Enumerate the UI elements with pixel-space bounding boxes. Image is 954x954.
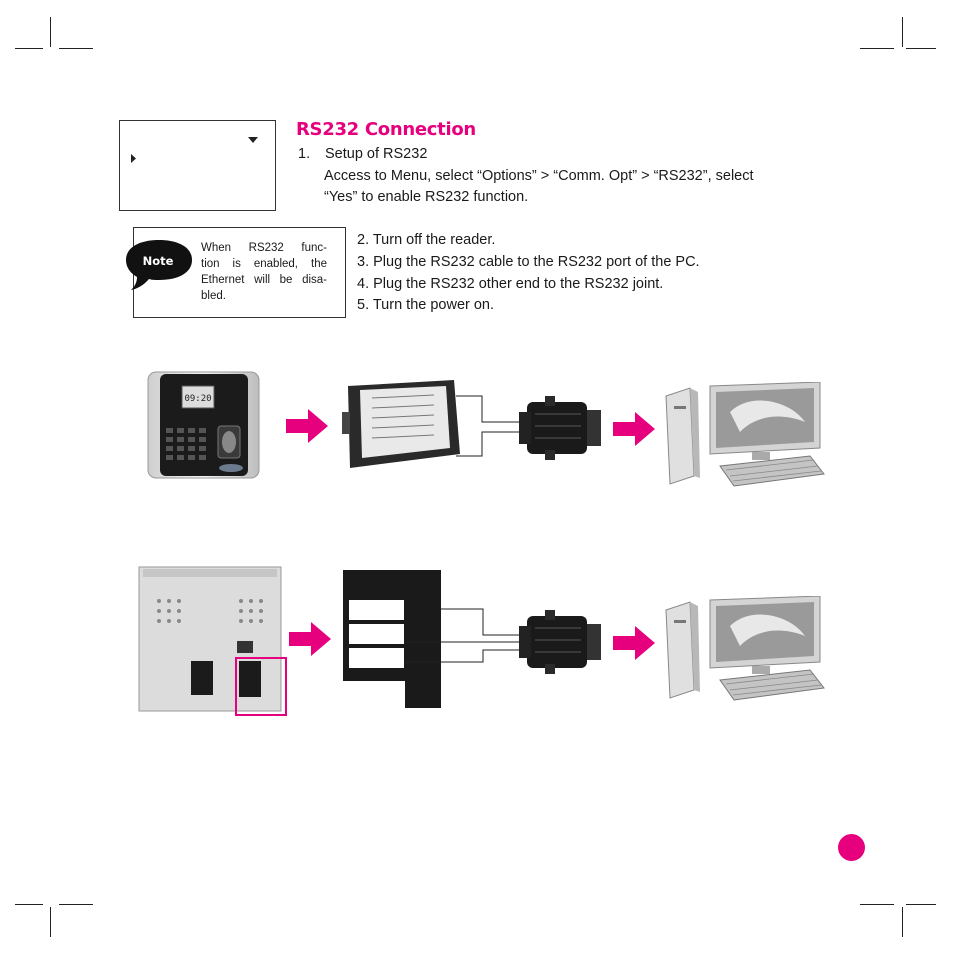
step-text: 5. Turn the power on.: [357, 297, 495, 313]
crop-mark: [50, 907, 51, 937]
note-line: When RS232 func-: [201, 242, 327, 254]
terminal-pin: [348, 599, 405, 621]
desktop-pc-image: [665, 596, 825, 701]
terminal-block-diagram: [343, 570, 441, 708]
step-text: 2. Turn off the reader.: [357, 232, 496, 248]
terminal-pin: [348, 647, 405, 669]
desktop-pc-image: [665, 382, 825, 487]
page-number-dot-icon: [838, 834, 865, 861]
reader-back-image: [138, 566, 282, 712]
crop-mark: [906, 904, 936, 905]
right-arrow-icon: [613, 412, 655, 446]
rs232-converter-image: [342, 380, 460, 468]
db9-connector-image: [519, 610, 601, 674]
step-heading: Setup of RS232: [325, 146, 428, 162]
note-line: tion is enabled, the: [201, 258, 327, 270]
right-arrow-icon: [289, 622, 331, 656]
crop-mark: [50, 17, 51, 47]
note-speech-bubble: Note: [126, 240, 192, 290]
rs232-port-highlight: [235, 657, 287, 716]
crop-mark: [902, 17, 903, 47]
menu-screen-box: [119, 120, 276, 211]
step-text: 3. Plug the RS232 cable to the RS232 por…: [357, 254, 700, 270]
note-badge-label: Note: [143, 254, 174, 268]
step-text: “Yes” to enable RS232 function.: [324, 189, 529, 205]
crop-mark: [906, 48, 936, 49]
dropdown-arrow-icon: [248, 137, 258, 143]
db9-connector-image: [519, 396, 601, 460]
note-line: Ethernet will be disa-: [201, 274, 327, 286]
crop-mark: [860, 904, 894, 905]
note-text: When RS232 func- tion is enabled, the Et…: [201, 240, 327, 288]
terminal-pin: [348, 623, 405, 645]
crop-mark: [15, 48, 43, 49]
menu-pointer-icon: [131, 154, 136, 163]
reader-front-image: 09:20: [147, 371, 260, 479]
crop-mark: [860, 48, 894, 49]
note-line: bled.: [201, 290, 226, 302]
cable-lines: [456, 395, 528, 457]
crop-mark: [59, 48, 93, 49]
terminal-block-tail: [405, 678, 441, 708]
crop-mark: [15, 904, 43, 905]
crop-mark: [902, 907, 903, 937]
right-arrow-icon: [613, 626, 655, 660]
cable-lines: [405, 608, 525, 663]
crop-mark: [59, 904, 93, 905]
note-box: Note When RS232 func- tion is enabled, t…: [126, 227, 346, 318]
section-title: RS232 Connection: [296, 119, 476, 140]
device-screen-time: 09:20: [184, 394, 211, 404]
right-arrow-icon: [286, 409, 328, 443]
step-text: Access to Menu, select “Options” > “Comm…: [324, 168, 754, 184]
step-number: 1.: [298, 146, 311, 162]
step-text: 4. Plug the RS232 other end to the RS232…: [357, 276, 664, 292]
